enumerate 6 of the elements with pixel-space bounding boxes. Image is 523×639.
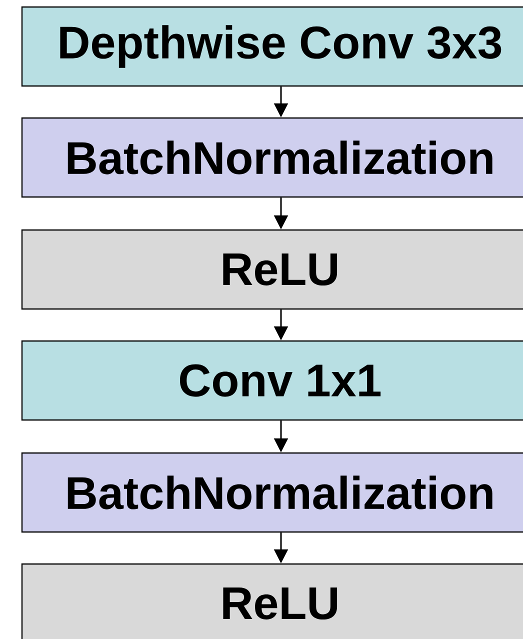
process-box: Conv 1x1 — [21, 340, 523, 421]
process-box: BatchNormalization — [21, 117, 523, 198]
process-box: ReLU — [21, 229, 523, 310]
process-box: Depthwise Conv 3x3 — [21, 6, 523, 87]
process-box: ReLU — [21, 563, 523, 639]
process-box: BatchNormalization — [21, 452, 523, 533]
